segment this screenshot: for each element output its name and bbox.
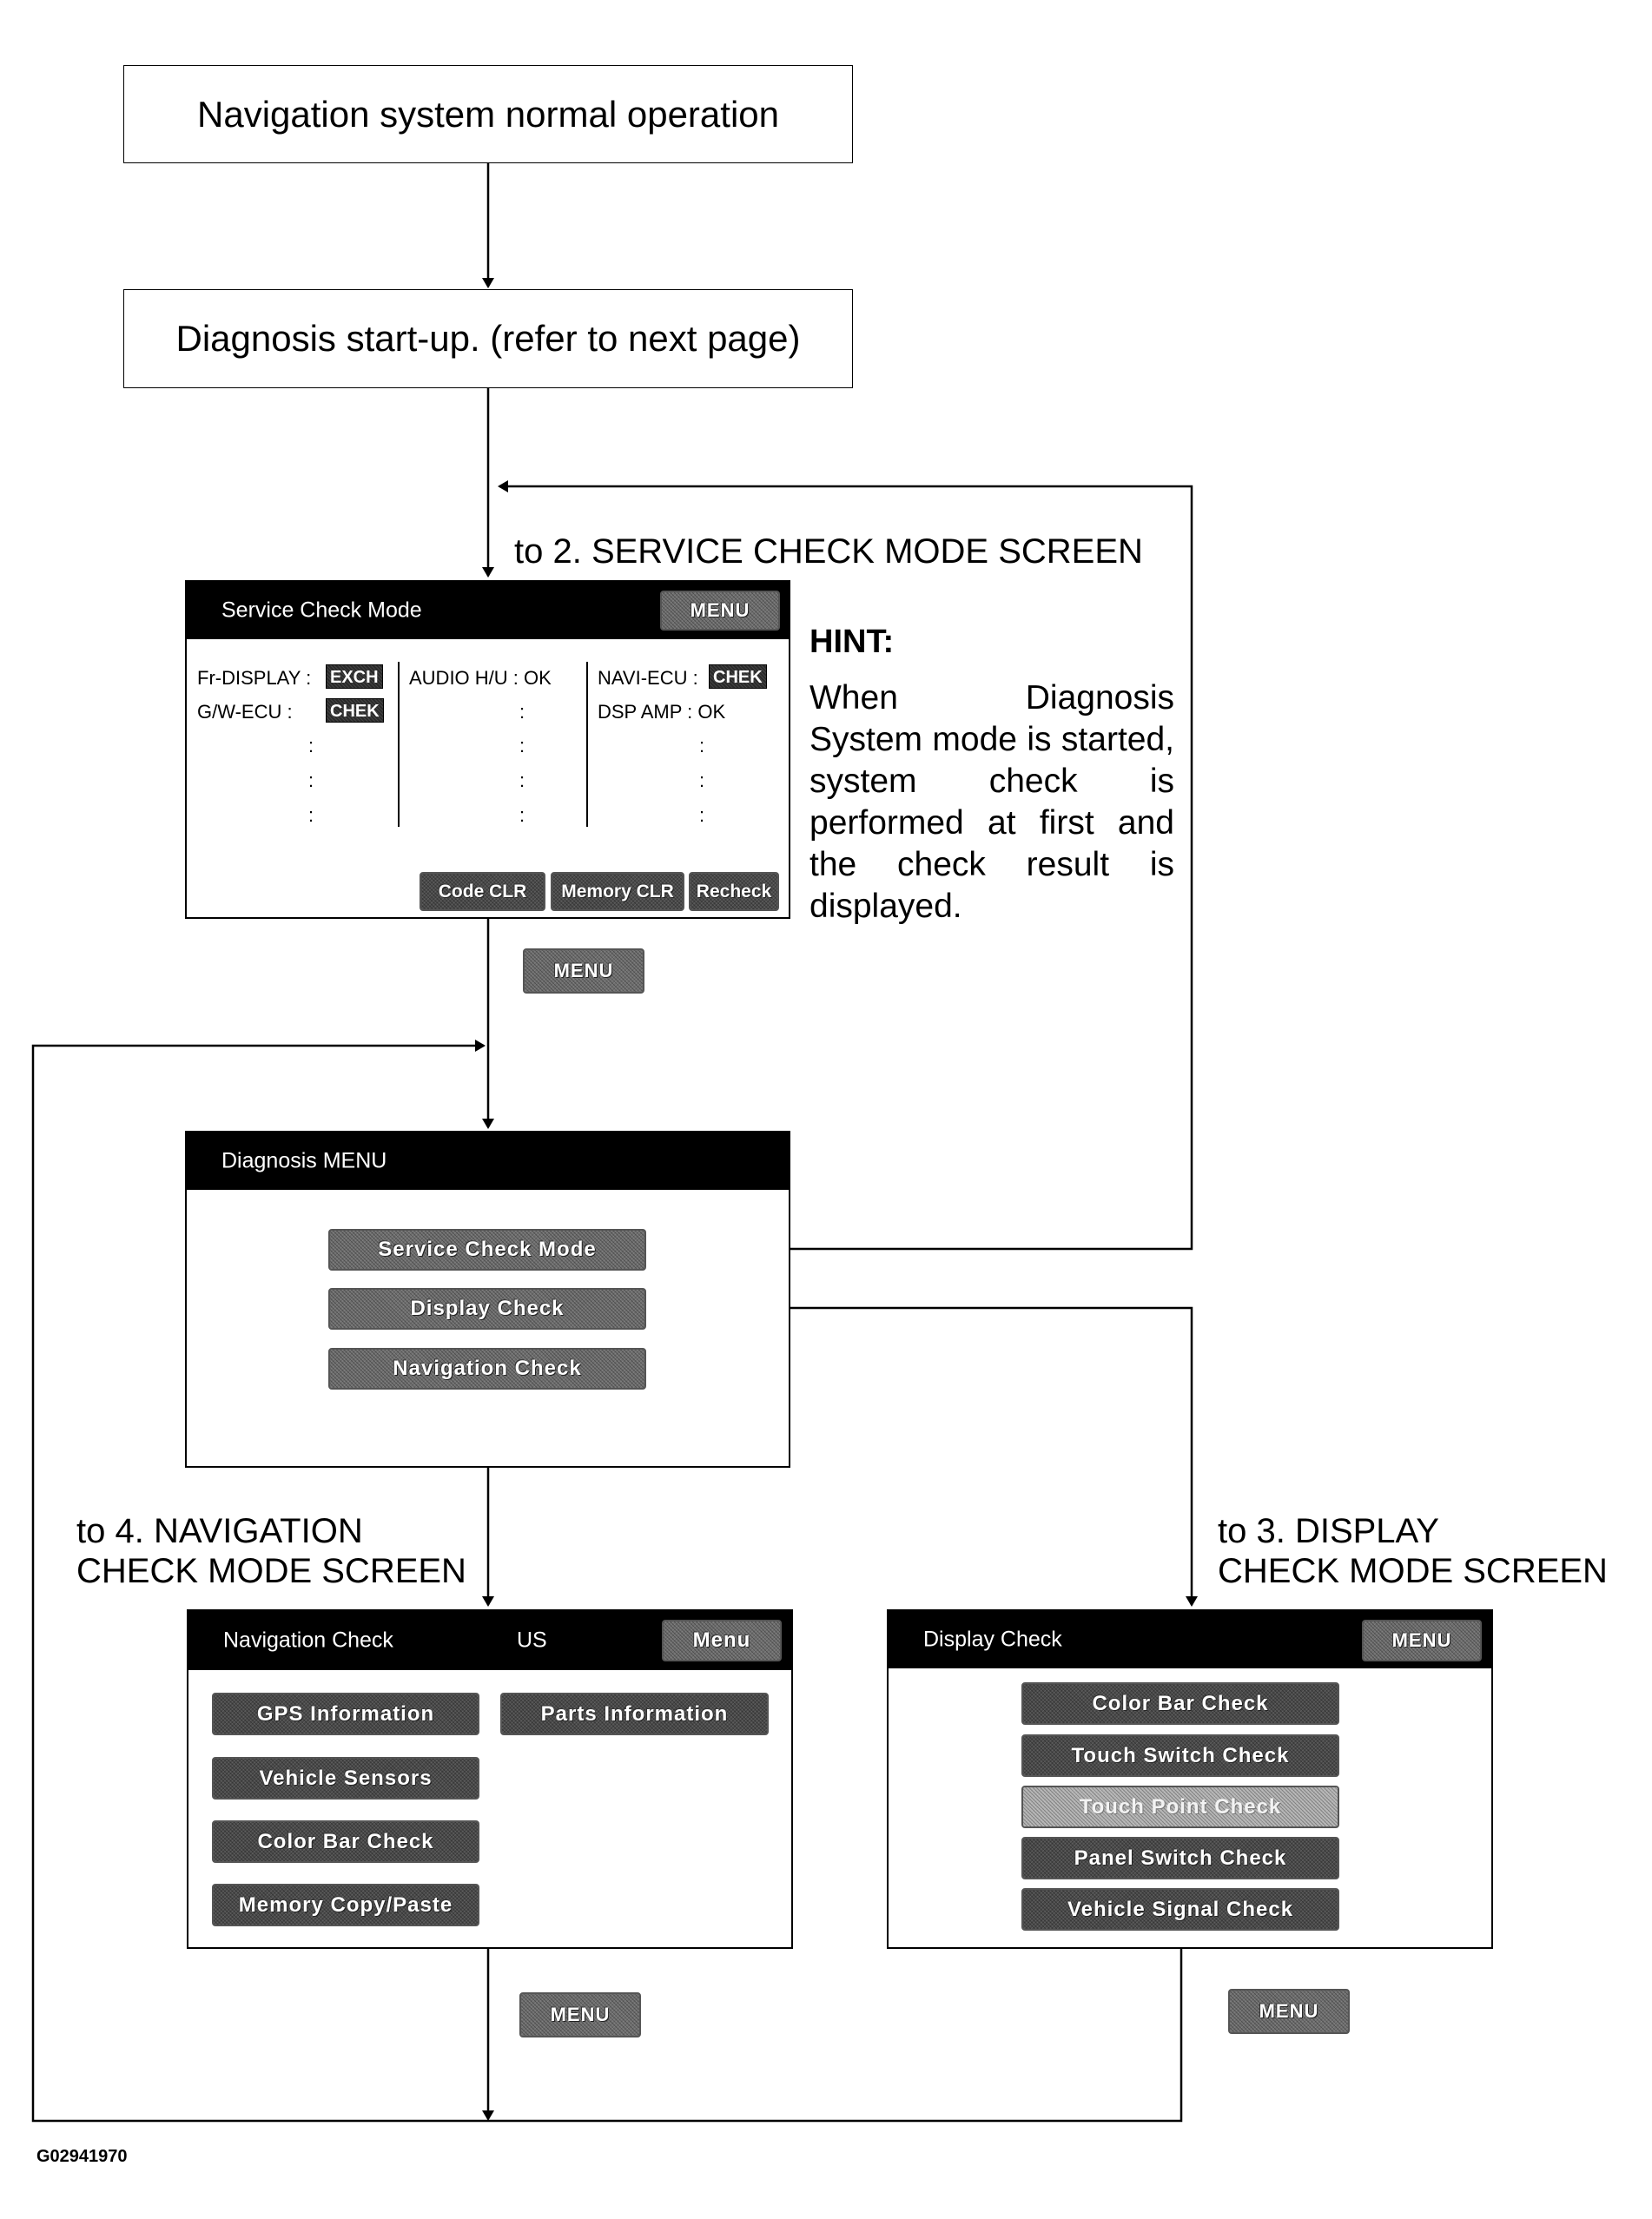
audio-hu-label: AUDIO H/U : OK bbox=[409, 667, 552, 689]
diagnosis-menu-title-bar: Diagnosis MENU bbox=[187, 1133, 789, 1190]
diagnosis-menu-screen: Diagnosis MENU Service Check Mode Displa… bbox=[185, 1131, 790, 1468]
menu-button-navigation[interactable]: MENU bbox=[519, 1992, 641, 2037]
service-column-divider-1 bbox=[398, 662, 400, 827]
parts-information-button[interactable]: Parts Information bbox=[500, 1693, 769, 1735]
figure-id: G02941970 bbox=[36, 2147, 128, 2166]
to-navigation-label-line1: to 4. NAVIGATION bbox=[76, 1512, 363, 1550]
hint-body: When Diagnosis System mode is started, s… bbox=[809, 679, 1174, 925]
gw-ecu-status: CHEK bbox=[326, 698, 384, 723]
display-check-screen: Display Check MENU Color Bar Check Touch… bbox=[887, 1609, 1493, 1949]
vehicle-sensors-button[interactable]: Vehicle Sensors bbox=[212, 1757, 479, 1800]
dsp-amp-label: DSP AMP : OK bbox=[598, 701, 726, 723]
fr-display-label: Fr-DISPLAY : bbox=[197, 667, 312, 689]
touch-switch-check-button[interactable]: Touch Switch Check bbox=[1021, 1734, 1339, 1777]
to-navigation-label-line2: CHECK MODE SCREEN bbox=[76, 1552, 466, 1590]
service-check-mode-button[interactable]: Service Check Mode bbox=[328, 1229, 646, 1271]
touch-point-check-button[interactable]: Touch Point Check bbox=[1021, 1786, 1339, 1828]
service-check-loop-line bbox=[498, 480, 1193, 1251]
diagnosis-startup-text: Diagnosis start-up. (refer to next page) bbox=[175, 318, 801, 359]
navigation-check-title: Navigation Check bbox=[223, 1628, 393, 1653]
return-loop-line bbox=[31, 1040, 488, 2123]
navigation-menu-button[interactable]: Menu bbox=[662, 1620, 782, 1661]
display-menu-button[interactable]: MENU bbox=[1362, 1620, 1482, 1661]
diagnosis-startup-box: Diagnosis start-up. (refer to next page) bbox=[123, 289, 853, 388]
display-check-title: Display Check bbox=[923, 1627, 1062, 1652]
vehicle-signal-check-button[interactable]: Vehicle Signal Check bbox=[1021, 1888, 1339, 1931]
display-check-button[interactable]: Display Check bbox=[328, 1288, 646, 1330]
service-menu-button[interactable]: MENU bbox=[660, 591, 780, 631]
normal-operation-text: Navigation system normal operation bbox=[197, 93, 779, 135]
to-display-label-line2: CHECK MODE SCREEN bbox=[1218, 1552, 1608, 1590]
memory-clr-button[interactable]: Memory CLR bbox=[551, 872, 684, 911]
service-check-screen: Service Check Mode MENU Fr-DISPLAY : EXC… bbox=[185, 580, 790, 919]
navi-ecu-status: CHEK bbox=[709, 664, 767, 689]
color-bar-check-button[interactable]: Color Bar Check bbox=[1021, 1682, 1339, 1725]
service-check-title: Service Check Mode bbox=[221, 598, 422, 623]
service-column-divider-2 bbox=[586, 662, 588, 827]
navigation-check-screen: Navigation Check US Menu GPS Information… bbox=[187, 1609, 793, 1949]
navigation-region: US bbox=[517, 1628, 547, 1653]
display-check-line bbox=[644, 1306, 1198, 1607]
gw-ecu-label: G/W-ECU : bbox=[197, 701, 293, 723]
recheck-button[interactable]: Recheck bbox=[689, 872, 779, 911]
diagnosis-menu-title: Diagnosis MENU bbox=[221, 1148, 387, 1173]
to-service-check-label: to 2. SERVICE CHECK MODE SCREEN bbox=[514, 532, 1143, 571]
gps-information-button[interactable]: GPS Information bbox=[212, 1693, 479, 1735]
navi-ecu-label: NAVI-ECU : bbox=[598, 667, 698, 689]
navigation-check-button[interactable]: Navigation Check bbox=[328, 1348, 646, 1390]
memory-copy-paste-button[interactable]: Memory Copy/Paste bbox=[212, 1884, 479, 1926]
display-return-line bbox=[488, 1949, 1183, 2123]
to-display-label-line1: to 3. DISPLAY bbox=[1218, 1512, 1439, 1550]
nav-color-bar-check-button[interactable]: Color Bar Check bbox=[212, 1820, 479, 1863]
code-clr-button[interactable]: Code CLR bbox=[420, 872, 545, 911]
fr-display-status: EXCH bbox=[326, 664, 383, 689]
menu-button-display[interactable]: MENU bbox=[1228, 1989, 1350, 2034]
panel-switch-check-button[interactable]: Panel Switch Check bbox=[1021, 1837, 1339, 1879]
normal-operation-box: Navigation system normal operation bbox=[123, 65, 853, 163]
hint-title: HINT: bbox=[809, 624, 895, 660]
menu-button-service[interactable]: MENU bbox=[523, 948, 644, 994]
